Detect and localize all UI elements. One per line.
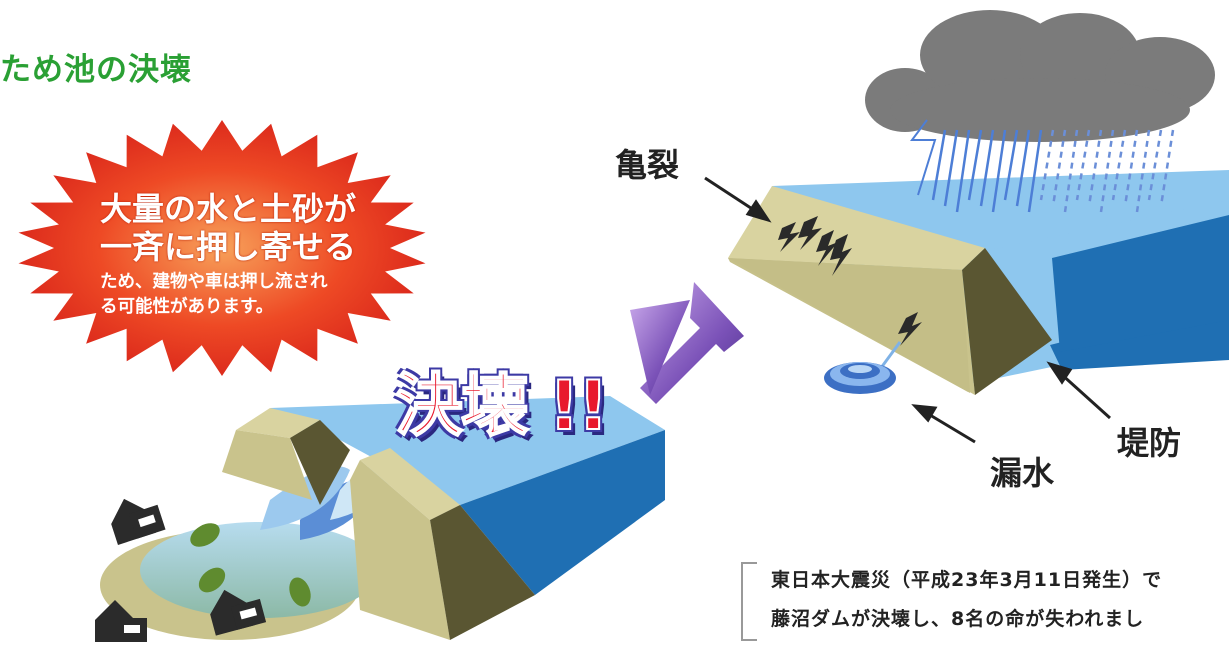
burst-detail: ため、建物や車は押し流され る可能性があります。 [100,270,328,320]
crack-label: 亀裂 [615,146,680,184]
note-line2: 藤沼ダムが決壊し、8名の命が失われまし [771,608,1145,630]
rain-streak [1015,129,1031,207]
leak-label: 漏水 [990,454,1055,492]
rain-streak [1099,129,1115,213]
rain-streak [1159,129,1175,207]
lightning-icon [910,119,937,196]
rain-streak [1063,129,1079,213]
rain-streak [967,129,983,201]
rain-streak [1051,129,1067,207]
page-title: ため池の決壊 [0,52,192,88]
disaster-note: 東日本大震災（平成23年3月11日発生）で 藤沼ダムが決壊し、8名の命が失われま… [771,561,1162,639]
rain-streak [1039,129,1055,201]
arrow-shape [640,282,744,404]
leak-water-icon [824,341,902,394]
rain-streak [1111,129,1127,201]
rain-streak [1087,129,1103,207]
burst-detail-line2: る可能性があります。 [100,297,274,317]
burst-detail-line1: ため、建物や車は押し流され [100,272,328,292]
collapsed-pond [100,396,665,640]
rain-streak [1147,129,1163,201]
burst-headline-line1: 大量の水と土砂が [100,190,357,228]
rain-streak [955,129,971,213]
note-bracket [741,562,757,641]
rain-streak [931,129,947,201]
house-icons [95,498,267,642]
rain-streak [979,129,995,207]
intact-pond [728,170,1229,395]
rain-streak [943,129,959,207]
rain-streak [1075,129,1091,201]
pointer-arrows [704,176,1112,444]
rain-streak [1123,129,1139,207]
rain-streak [1027,129,1043,213]
burst-headline-line2: 一斉に押し寄せる [100,228,357,266]
arrow-head [630,300,690,395]
dike-label: 堤防 [1117,424,1182,462]
note-line1: 東日本大震災（平成23年3月11日発生）で [771,569,1163,591]
collapse-label: 決壊 !! [394,366,610,447]
rain-streak [1003,129,1019,201]
rain-streak [1135,129,1151,213]
starburst-shape [18,120,426,376]
crack-marks [778,216,922,346]
rain-streak [991,129,1007,213]
rain-cloud-icon [865,10,1215,142]
burst-headline: 大量の水と土砂が 一斉に押し寄せる [100,190,356,266]
rain-streaks [931,129,1175,213]
tree-icons [190,523,311,607]
